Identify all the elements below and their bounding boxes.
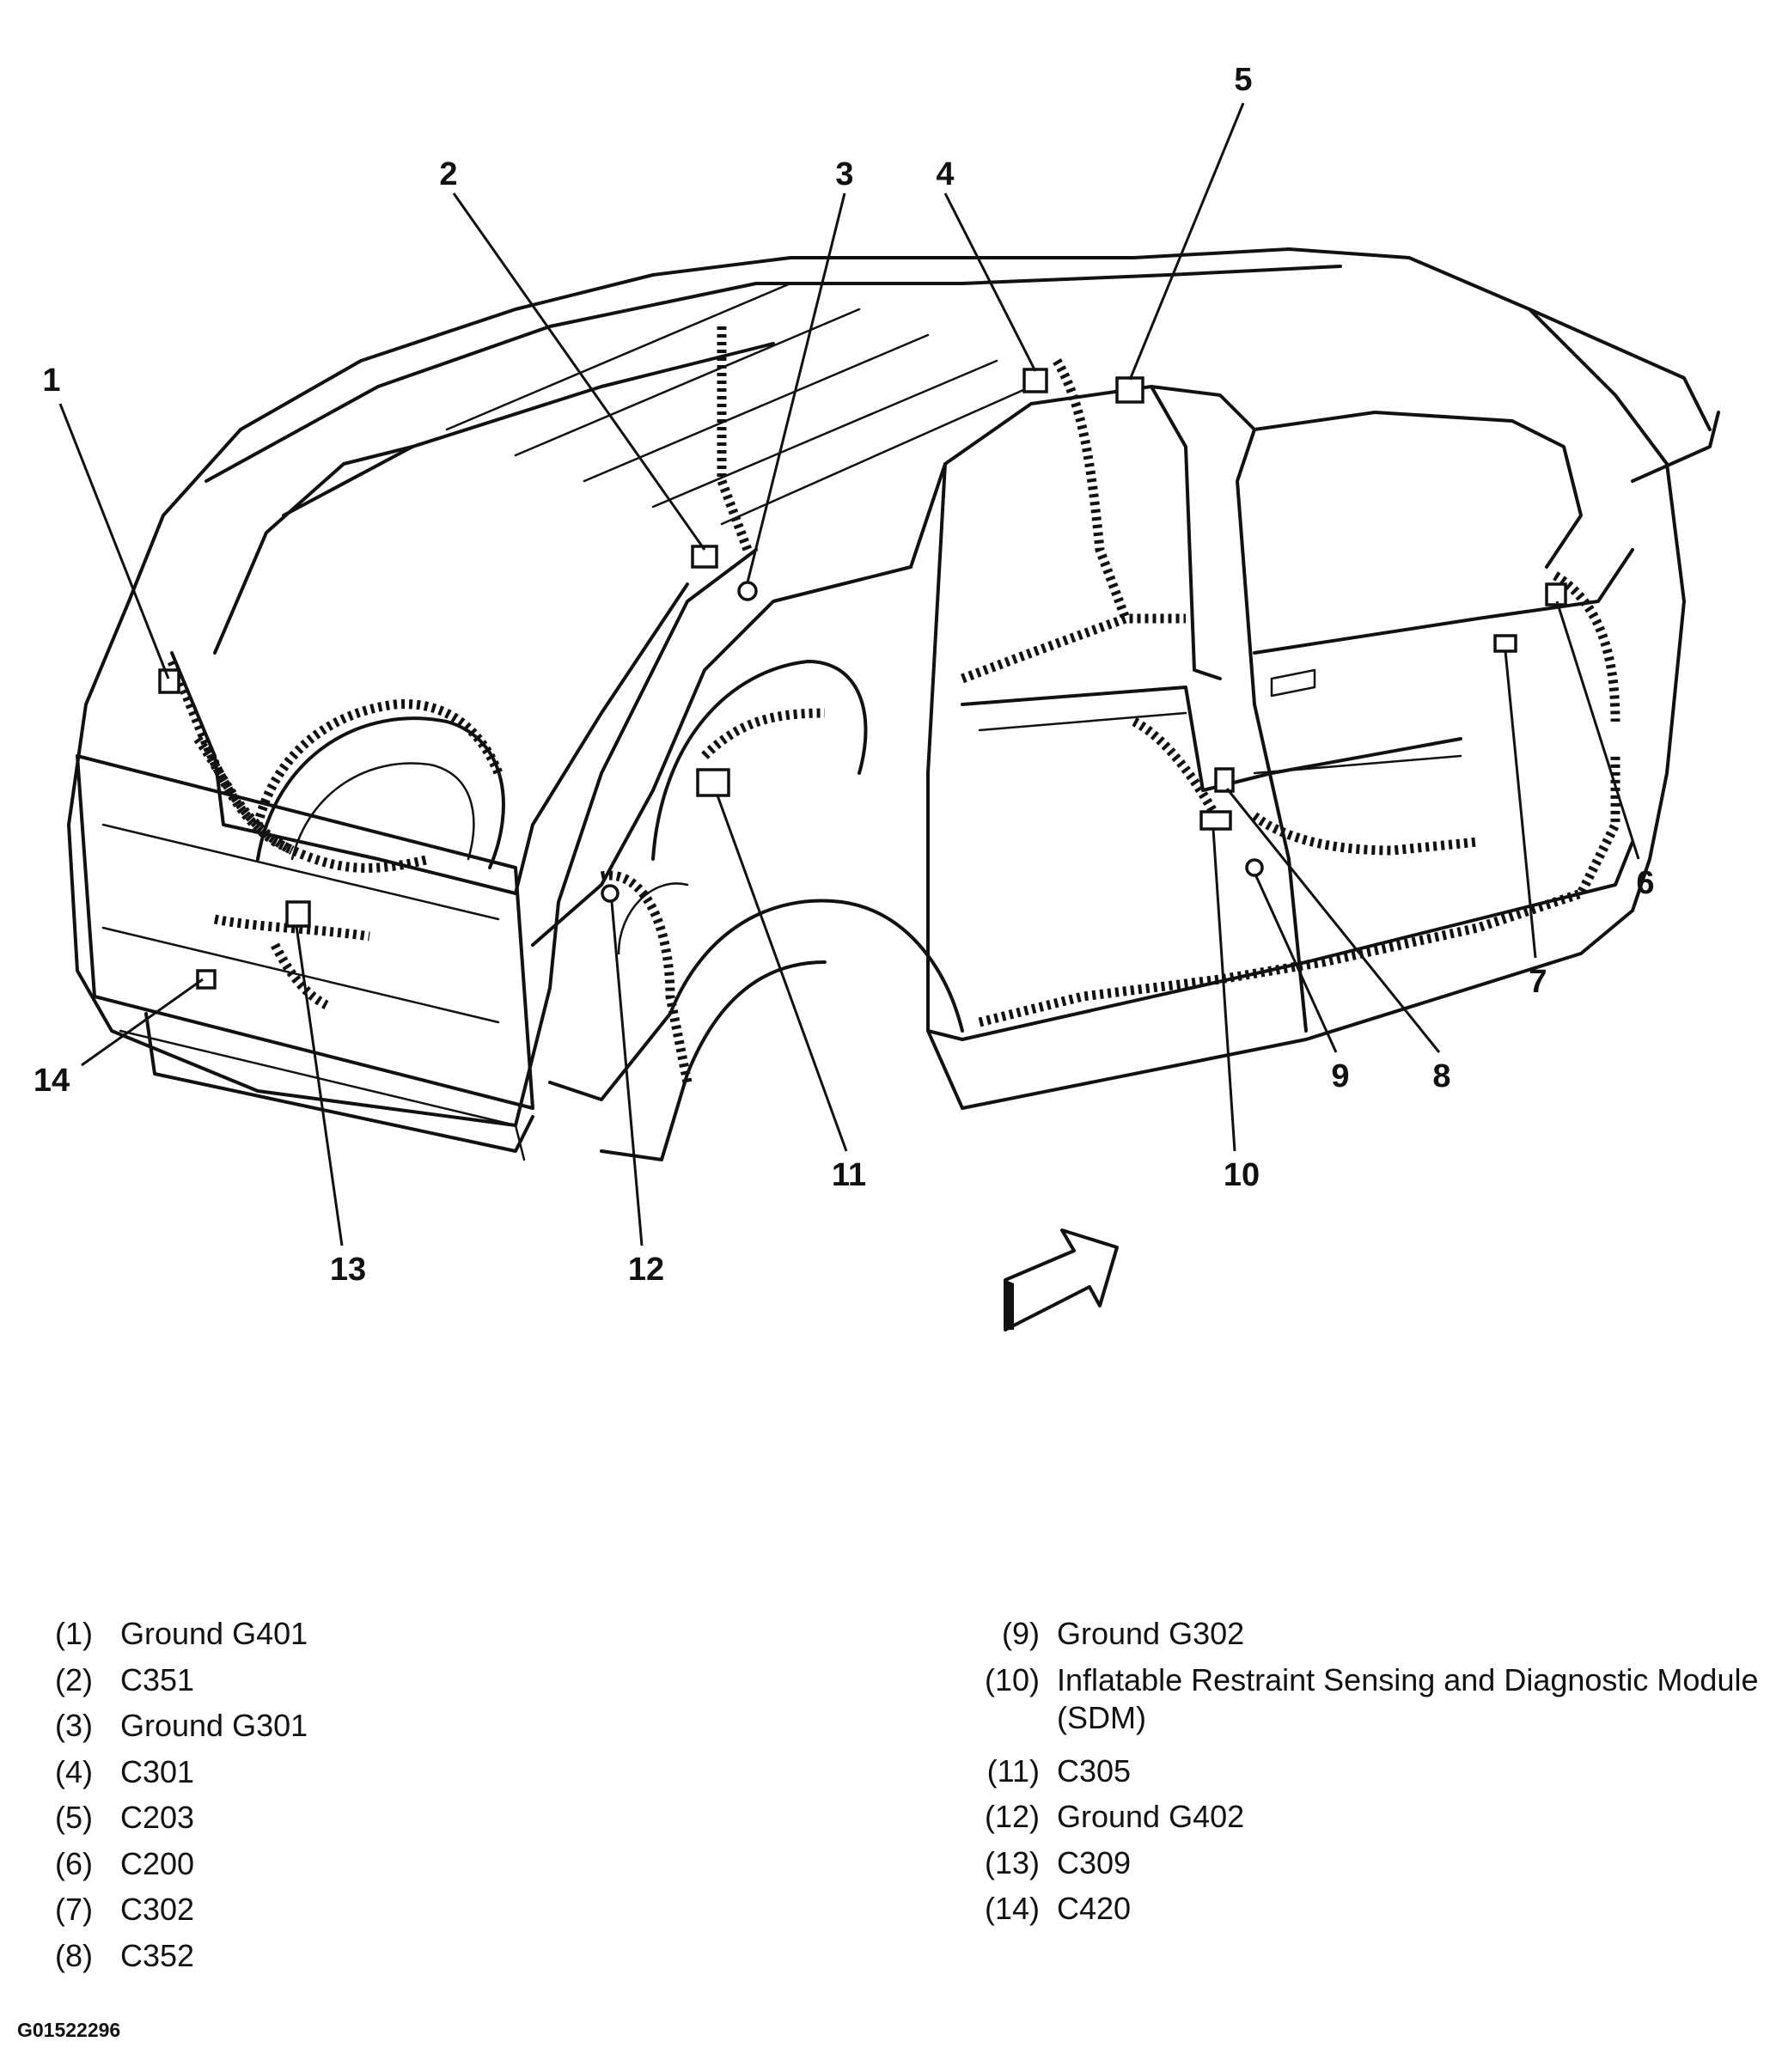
vehicle-body bbox=[67, 247, 1720, 1161]
callout-12: 12 bbox=[628, 1252, 664, 1288]
connector-ground-g401 bbox=[158, 668, 180, 694]
callout-13: 13 bbox=[330, 1252, 366, 1288]
connector-c203 bbox=[1115, 376, 1144, 404]
connector-ground-g402 bbox=[601, 884, 620, 903]
callout-2: 2 bbox=[439, 156, 457, 192]
figure-id: G01522296 bbox=[17, 2019, 121, 2041]
component-legend: (1)Ground G401 (2)C351 (3)Ground G301 (4… bbox=[0, 1615, 1770, 1976]
legend-item: (13)C309 bbox=[984, 1844, 1132, 1880]
legend-item: (8)C352 bbox=[55, 1937, 195, 1973]
callout-14: 14 bbox=[34, 1063, 70, 1099]
callout-10: 10 bbox=[1224, 1157, 1260, 1193]
connector-c309 bbox=[285, 900, 311, 928]
legend-item: (5)C203 bbox=[55, 1800, 195, 1835]
connector-c420 bbox=[196, 969, 217, 990]
callout-1: 1 bbox=[42, 363, 60, 399]
callout-labels: 1 2 3 4 5 6 7 8 9 10 11 12 13 14 bbox=[34, 62, 1655, 1288]
callout-11: 11 bbox=[832, 1157, 866, 1193]
connector-sdm bbox=[1199, 810, 1232, 831]
callout-6: 6 bbox=[1636, 865, 1654, 901]
connector-c352 bbox=[1214, 767, 1235, 793]
legend-item: (4)C301 bbox=[55, 1753, 195, 1789]
legend-left-column: (1)Ground G401 (2)C351 (3)Ground G301 (4… bbox=[0, 1615, 687, 1983]
callout-4: 4 bbox=[936, 156, 954, 192]
connector-ground-g302 bbox=[1245, 858, 1264, 877]
legend-right-column: (9)Ground G302 (10)Inflatable Restraint … bbox=[937, 1615, 1761, 1936]
leader-lines bbox=[58, 102, 1640, 1246]
legend-item: (6)C200 bbox=[55, 1845, 195, 1881]
legend-item: (11)C305 bbox=[986, 1752, 1132, 1789]
legend-item: (9)Ground G302 bbox=[1002, 1616, 1245, 1651]
vehicle-component-diagram: 1 2 3 4 5 6 7 8 9 10 11 12 13 14 bbox=[34, 62, 1720, 1332]
connector-c200 bbox=[1545, 582, 1567, 606]
connector-c305 bbox=[696, 768, 730, 797]
legend-item: (2)C351 bbox=[55, 1661, 195, 1697]
connector-ground-g301 bbox=[737, 581, 758, 601]
connector-c301 bbox=[1022, 368, 1048, 393]
connectors bbox=[158, 368, 1567, 990]
callout-9: 9 bbox=[1331, 1058, 1349, 1094]
wiring-harness bbox=[167, 326, 1620, 1084]
legend-item: (7)C302 bbox=[55, 1892, 195, 1927]
callout-3: 3 bbox=[835, 156, 853, 192]
direction-arrow-icon bbox=[1004, 1228, 1119, 1332]
callout-7: 7 bbox=[1529, 964, 1547, 1000]
vehicle-line-drawing: 1 2 3 4 5 6 7 8 9 10 11 12 13 14 bbox=[34, 62, 1720, 1332]
legend-item: (14)C420 bbox=[984, 1891, 1132, 1926]
legend-item: (12)Ground G402 bbox=[984, 1799, 1245, 1834]
legend-item: (1)Ground G401 bbox=[55, 1616, 308, 1651]
legend-item: (10)Inflatable Restraint Sensing and Dia… bbox=[984, 1661, 1759, 1735]
legend-item: (3)Ground G301 bbox=[55, 1708, 308, 1743]
connector-c302 bbox=[1493, 634, 1517, 653]
callout-5: 5 bbox=[1234, 62, 1252, 98]
callout-8: 8 bbox=[1432, 1058, 1450, 1094]
